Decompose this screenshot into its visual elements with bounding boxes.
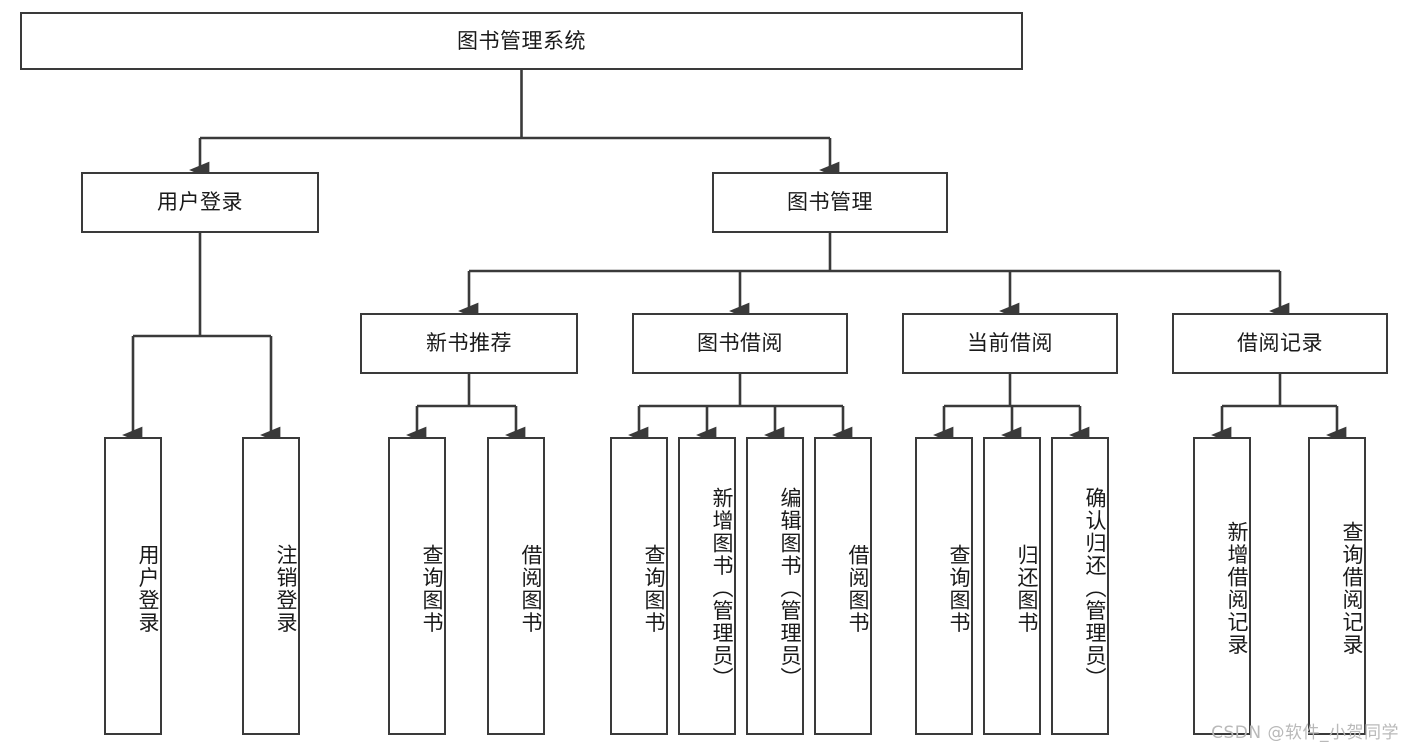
node-newbook[interactable]: 新书推荐 bbox=[360, 313, 578, 374]
node-leaf-5[interactable]: 查询图书 bbox=[610, 437, 668, 735]
node-label: 新增借阅记录 bbox=[1225, 520, 1249, 656]
edge-paths bbox=[122, 70, 1347, 444]
node-label: 新书推荐 bbox=[426, 331, 512, 356]
node-label: 图书管理 bbox=[787, 190, 873, 215]
node-leaf-4[interactable]: 借阅图书 bbox=[487, 437, 545, 735]
node-leaf-13[interactable]: 查询借阅记录 bbox=[1308, 437, 1366, 735]
node-label: 新增图书（管理员） bbox=[710, 486, 734, 690]
node-label: 图书借阅 bbox=[697, 331, 783, 356]
node-login[interactable]: 用户登录 bbox=[81, 172, 319, 233]
node-label: 确认归还（管理员） bbox=[1083, 486, 1107, 690]
node-label: 查询借阅记录 bbox=[1340, 520, 1364, 656]
node-label: 借阅记录 bbox=[1237, 331, 1323, 356]
node-root[interactable]: 图书管理系统 bbox=[20, 12, 1023, 70]
node-leaf-3[interactable]: 查询图书 bbox=[388, 437, 446, 735]
node-label: 查询图书 bbox=[947, 544, 971, 634]
node-label: 用户登录 bbox=[136, 544, 160, 634]
node-label: 用户登录 bbox=[157, 190, 243, 215]
node-label: 编辑图书（管理员） bbox=[778, 486, 802, 690]
node-leaf-6[interactable]: 新增图书（管理员） bbox=[678, 437, 736, 735]
node-label: 注销登录 bbox=[274, 544, 298, 634]
node-label: 借阅图书 bbox=[846, 544, 870, 634]
node-label: 查询图书 bbox=[642, 544, 666, 634]
node-records[interactable]: 借阅记录 bbox=[1172, 313, 1388, 374]
node-leaf-9[interactable]: 查询图书 bbox=[915, 437, 973, 735]
node-leaf-10[interactable]: 归还图书 bbox=[983, 437, 1041, 735]
node-label: 借阅图书 bbox=[519, 544, 543, 634]
node-leaf-11[interactable]: 确认归还（管理员） bbox=[1051, 437, 1109, 735]
node-leaf-12[interactable]: 新增借阅记录 bbox=[1193, 437, 1251, 735]
node-label: 当前借阅 bbox=[967, 331, 1053, 356]
node-leaf-2[interactable]: 注销登录 bbox=[242, 437, 300, 735]
node-leaf-8[interactable]: 借阅图书 bbox=[814, 437, 872, 735]
node-label: 归还图书 bbox=[1015, 544, 1039, 634]
node-label: 图书管理系统 bbox=[457, 28, 586, 53]
node-bookmgmt[interactable]: 图书管理 bbox=[712, 172, 948, 233]
node-leaf-7[interactable]: 编辑图书（管理员） bbox=[746, 437, 804, 735]
node-leaf-1[interactable]: 用户登录 bbox=[104, 437, 162, 735]
node-current[interactable]: 当前借阅 bbox=[902, 313, 1118, 374]
node-label: 查询图书 bbox=[420, 544, 444, 634]
node-borrow[interactable]: 图书借阅 bbox=[632, 313, 848, 374]
